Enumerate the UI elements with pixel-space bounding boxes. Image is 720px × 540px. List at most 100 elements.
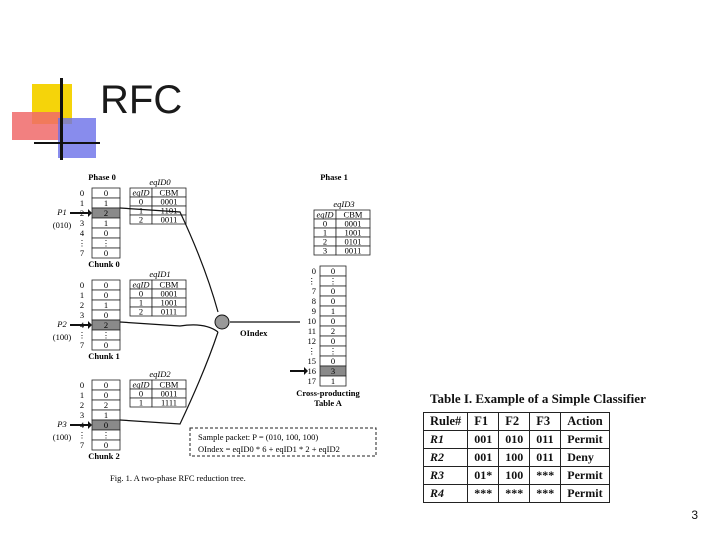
chunk2-index: 2	[80, 400, 84, 410]
eqtable1-cbm-header: CBM	[160, 280, 179, 290]
tableA-value: 0	[331, 296, 335, 306]
eqtable0-cbm: 0011	[161, 215, 178, 225]
tableA-value: ⋮	[329, 276, 338, 286]
classifier-cell: Permit	[560, 430, 610, 449]
tableA-cell	[319, 375, 347, 387]
eqtable3-cbm-header: CBM	[344, 210, 363, 220]
chunk1-index: 0	[80, 280, 84, 290]
decor-red-square	[12, 112, 60, 140]
classifier-cell: 01*	[467, 466, 500, 485]
chunk2-value: 0	[104, 420, 108, 430]
figure-caption: Fig. 1. A two-phase RFC reduction tree.	[110, 473, 246, 483]
chunk1-value: 1	[104, 300, 108, 310]
classifier-cell: 001	[467, 430, 500, 449]
eqtable3-id: 3	[323, 246, 327, 256]
chunk1-value: 0	[104, 340, 108, 350]
phase0-label: Phase 0	[88, 172, 116, 182]
chunk0-value: 1	[104, 218, 108, 228]
chunk2-value: 0	[104, 380, 108, 390]
packet3-value: (100)	[53, 432, 72, 442]
phase1-label: Phase 1	[320, 172, 348, 182]
chunk2-cell	[91, 439, 121, 451]
chunk0-label: Chunk 0	[88, 259, 119, 269]
eqtable1-id: 1	[139, 298, 143, 308]
chunk0-index: 3	[80, 218, 84, 228]
tableA-value: 0	[331, 286, 335, 296]
eqtable1-cbm: 0001	[161, 289, 178, 299]
packet1-arrowhead	[88, 209, 92, 217]
eqtable2-cbm: 1111	[161, 398, 177, 408]
tableA-index: 8	[312, 296, 316, 306]
tableA-arrowhead	[304, 367, 308, 375]
tableA-index: 0	[312, 266, 316, 276]
chunk0-index: 4	[80, 228, 85, 238]
chunk1-value: 0	[104, 290, 108, 300]
tableA-index: 9	[312, 306, 316, 316]
chunk0-ellipsis: ⋮	[78, 238, 87, 248]
tableA-value: 0	[331, 266, 335, 276]
eqtable0-cbm-header: CBM	[160, 188, 179, 198]
eqtable1-cell	[151, 306, 187, 317]
eqtable2-id: 0	[139, 389, 143, 399]
eqtable2-cbm-header: CBM	[160, 380, 179, 390]
eqtable3-cbm: 0011	[345, 246, 362, 256]
eqtable3-cbm: 1001	[345, 228, 362, 238]
chunk0-value: 0	[104, 248, 108, 258]
classifier-cell: Deny	[560, 448, 610, 467]
chunk2-index: 3	[80, 410, 84, 420]
chunk2-value: 1	[104, 410, 108, 420]
connector-chunk2	[119, 331, 219, 425]
oindex-label: OIndex	[240, 328, 268, 338]
classifier-cell: 011	[529, 448, 562, 467]
tableA-index: ⋮	[308, 276, 317, 286]
chunk1-index: 3	[80, 310, 84, 320]
packet1-label: P1	[56, 207, 66, 217]
tableA-index: 7	[312, 286, 316, 296]
tableA-index: ⋮	[308, 346, 317, 356]
tableA-value: 2	[331, 326, 335, 336]
eqtable3-id: 1	[323, 228, 327, 238]
chunk1-label: Chunk 1	[88, 351, 119, 361]
tableA-index: 11	[308, 326, 316, 336]
classifier-cell: Permit	[560, 466, 610, 485]
sample-packet-box	[189, 427, 377, 457]
eqtable1-id: 0	[139, 289, 143, 299]
eqtable0-cbm: 1101	[161, 206, 178, 216]
classifier-cell: 100	[498, 448, 531, 467]
classifier-header-3: F3	[529, 412, 562, 431]
connector-chunk1	[119, 321, 219, 333]
oindex-node	[214, 314, 230, 330]
tableA-value: 1	[331, 306, 335, 316]
chunk2-value: 0	[104, 390, 108, 400]
decor-blue-square	[58, 118, 96, 158]
decor-horizontal-line	[34, 142, 100, 144]
classifier-cell: 001	[467, 448, 500, 467]
tableA-value: 1	[331, 376, 335, 386]
chunk1-ellipsis: ⋮	[78, 330, 87, 340]
tableA-value: 3	[331, 366, 335, 376]
classifier-cell: R2	[422, 448, 469, 467]
chunk2-index: 1	[80, 390, 84, 400]
classifier-cell: 100	[498, 466, 531, 485]
eqtable3-id: 0	[323, 219, 327, 229]
classifier-cell: ***	[529, 466, 562, 485]
eqtable1-eqid-header: eqID	[133, 280, 151, 290]
chunk0-value: 0	[104, 188, 108, 198]
connector-chunk0	[119, 207, 219, 313]
tableA-value: 0	[331, 336, 335, 346]
sample-packet-text: Sample packet: P = (010, 100, 100)	[198, 432, 318, 442]
classifier-table-caption: Table I. Example of a Simple Classifier	[430, 391, 646, 406]
eqtable0-eqid-header: eqID	[133, 188, 151, 198]
chunk1-index: 7	[80, 340, 84, 350]
tableA-value: ⋮	[329, 346, 338, 356]
eqtable0-id: 2	[139, 215, 143, 225]
classifier-row: R4*********Permit	[422, 484, 610, 503]
chunk0-value: 2	[104, 208, 108, 218]
eqtable2-title: eqID2	[149, 369, 171, 379]
classifier-cell: 011	[529, 430, 562, 449]
eqtable3-id: 2	[323, 237, 327, 247]
